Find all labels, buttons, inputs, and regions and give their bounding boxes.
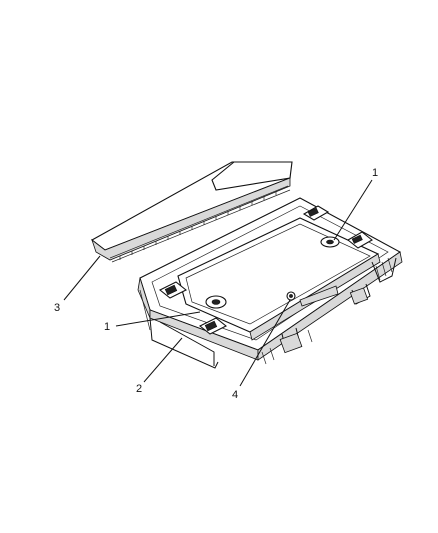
panel-rib-marks [119,191,277,260]
leader-1-left [115,311,201,327]
leader-2 [143,337,183,383]
bracket-top [302,205,330,221]
leader-3 [63,255,101,301]
tie-down-brackets [158,205,373,335]
callout-3: 3 [54,302,60,314]
leader-4 [239,299,291,387]
bracket-left [158,281,188,299]
bracket-front [198,317,228,335]
callout-4: 4 [232,389,238,401]
bracket-right [347,231,373,249]
callout-1-top: 1 [372,167,378,179]
fastener-part-4 [286,291,296,301]
leader-1-top [333,179,373,241]
callout-2: 2 [136,383,142,395]
access-lid-part-1 [177,217,381,341]
callout-1-left: 1 [104,321,110,333]
side-support-frame [261,257,397,365]
cargo-panel-part-3 [91,161,293,263]
leader-lines [63,179,373,387]
